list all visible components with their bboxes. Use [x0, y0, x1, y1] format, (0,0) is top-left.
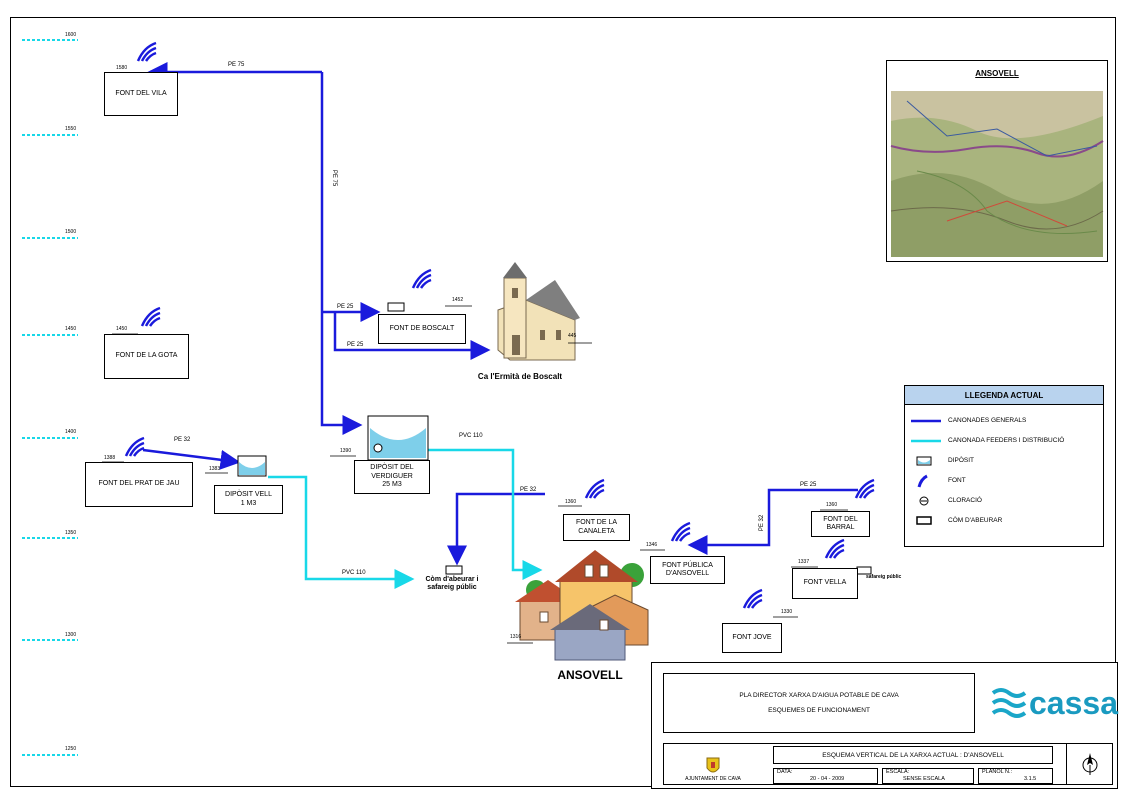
font-elevation: 1388	[104, 455, 116, 461]
ansovell-label: ANSOVELL	[557, 668, 623, 682]
legend-item: CANONADA FEEDERS I DISTRIBUCIÓ	[905, 433, 1103, 449]
pipe-label: PVC 110	[342, 570, 366, 576]
date-box: DATA: 20 - 04 - 2009	[773, 768, 878, 784]
trough-icon	[387, 302, 405, 312]
font-icon	[584, 478, 606, 500]
deposit-elevation: 1383	[209, 466, 221, 472]
font-de-la-gota-box: FONT DE LA GOTA	[104, 334, 189, 379]
north-arrow-icon	[1082, 753, 1097, 775]
safareig-note: safareig públic	[866, 574, 902, 580]
elevation-label: 1250	[65, 746, 77, 752]
font-elevation: 1337	[798, 559, 810, 565]
font-de-la-canaleta-box: FONT DE LA CANALETA	[563, 514, 630, 541]
pipe-label: PVC 110	[459, 433, 483, 439]
font-del-barral-box: FONT DEL BARRAL	[811, 511, 870, 537]
pipe-label: PE 25	[347, 342, 364, 348]
font-elevation: 1580	[116, 65, 128, 71]
trough-icon	[916, 516, 932, 525]
project-title-box: PLA DIRECTOR XARXA D'AIGUA POTABLE DE CA…	[663, 673, 975, 733]
plan-number-box: PLANOL N.: 3.1.5	[978, 768, 1053, 784]
pipe-label: PE 32	[759, 514, 766, 532]
tank-icon	[367, 415, 429, 461]
main-pipes	[142, 62, 858, 566]
pipe-label: PE 75	[228, 62, 245, 68]
elevation-label: 1600	[65, 32, 77, 38]
pipe-label: PE 32	[174, 437, 191, 443]
tank-icon	[237, 455, 267, 477]
legend: LLEGENDA ACTUAL CANONADES GENERALS CANON…	[904, 385, 1104, 547]
elevation-scale	[22, 39, 78, 756]
font-jove-box: FONT JOVE	[722, 623, 782, 653]
font-elevation: 1452	[452, 297, 464, 303]
trough-icon	[445, 565, 463, 575]
feeder-pipes	[268, 448, 543, 589]
elevation-label: 1500	[65, 229, 77, 235]
church-icon	[497, 262, 580, 361]
map-title: ANSOVELL	[975, 69, 1019, 78]
legend-item: FONT	[905, 473, 1103, 489]
font-icon	[917, 474, 928, 488]
font-icon	[854, 478, 876, 500]
font-icon	[742, 588, 764, 610]
elevation-label: 1350	[65, 530, 77, 536]
font-icon	[670, 521, 692, 543]
legend-title: LLEGENDA ACTUAL	[905, 386, 1103, 405]
main-pipe-symbol	[911, 419, 941, 423]
cassa-waves-icon	[991, 688, 1027, 718]
ansovell-elevation: 1316	[510, 634, 522, 640]
font-icon	[124, 436, 146, 458]
ermita-elevation: 445	[568, 333, 577, 339]
scale-box: ESCALA: SENSE ESCALA	[882, 768, 974, 784]
elevation-label: 1300	[65, 632, 77, 638]
municipality-box: AJUNTAMENT DE CAVA	[673, 748, 753, 782]
font-del-vila-box: FONT DEL VILA	[104, 72, 178, 116]
font-elevation: 1450	[116, 326, 128, 332]
drawing-sheet	[10, 17, 1116, 787]
font-elevation: 1346	[646, 542, 658, 548]
font-elevation: 1330	[781, 609, 793, 615]
pipe-label: PE 25	[337, 304, 354, 310]
chlorination-icon	[919, 496, 929, 506]
font-elevation: 1360	[565, 499, 577, 505]
location-map: ANSOVELL	[886, 60, 1108, 262]
font-del-prat-de-jau-box: FONT DEL PRAT DE JAU	[85, 462, 193, 507]
pipe-label: PE 25	[800, 482, 817, 488]
title-block: PLA DIRECTOR XARXA D'AIGUA POTABLE DE CA…	[651, 662, 1118, 789]
deposit-elevation: 1390	[340, 448, 352, 454]
elevation-label: 1550	[65, 126, 77, 132]
scheme-title: ESQUEMA VERTICAL DE LA XARXA ACTUAL : D'…	[773, 746, 1053, 764]
legend-item: CANONADES GENERALS	[905, 413, 1103, 429]
font-publica-box: FONT PÚBLICA D'ANSOVELL	[650, 556, 725, 584]
elevation-label: 1450	[65, 326, 77, 332]
trough-icon	[856, 566, 872, 575]
font-elevation: 1360	[826, 502, 838, 508]
font-icon	[136, 41, 158, 63]
font-icon	[411, 268, 433, 290]
legend-item: CÒM D'ABEURAR	[905, 513, 1103, 529]
pipe-label: PE 32	[520, 487, 537, 493]
company-logo: cassa	[985, 673, 1118, 733]
feeder-pipe-symbol	[911, 439, 941, 443]
map-image	[890, 91, 1104, 257]
village-icon	[515, 550, 649, 661]
legend-item: CLORACIÓ	[905, 493, 1103, 509]
north-arrow-box	[1066, 743, 1113, 785]
font-icon	[140, 306, 162, 328]
ermita-label: Ca l'Ermità de Boscalt	[477, 372, 563, 381]
font-icon	[824, 538, 846, 560]
legend-item: DIPÒSIT	[905, 453, 1103, 469]
pipe-label: PE 75	[331, 169, 338, 187]
tank-icon	[916, 456, 932, 466]
font-vella-box: FONT VELLA	[792, 568, 858, 599]
font-de-boscalt-box: FONT DE BOSCALT	[378, 314, 466, 344]
elevation-label: 1400	[65, 429, 77, 435]
coat-of-arms-icon	[706, 757, 720, 773]
